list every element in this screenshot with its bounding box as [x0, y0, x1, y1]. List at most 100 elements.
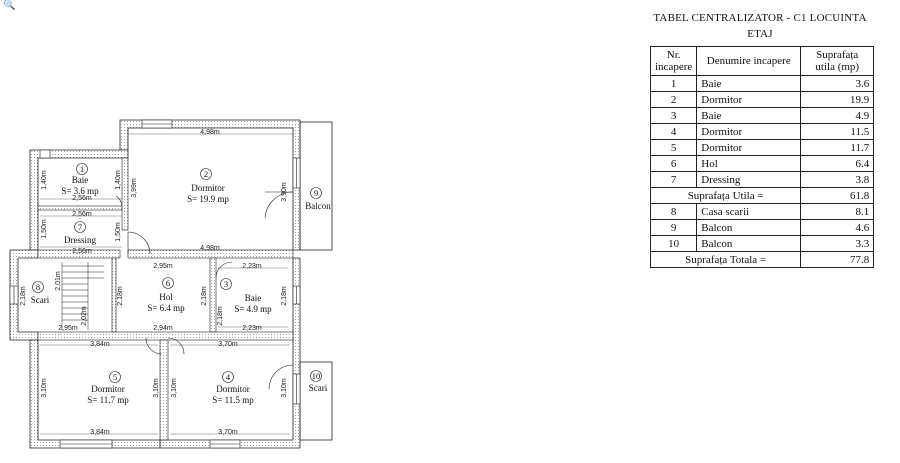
dimension-label: 2,23m	[242, 325, 262, 332]
dimension-label: 2,02m	[81, 306, 88, 326]
table-row: 7 Dressing 3.8	[649, 171, 875, 188]
table-title-line2: ETAJ	[747, 28, 773, 40]
table-row: 3 Baie 4.9	[649, 107, 875, 124]
zoom-cursor-icon[interactable]: 🔍	[3, 0, 16, 11]
stairs	[61, 262, 104, 330]
table-title: TABEL CENTRALIZATOR - C1 LOCUINTA ETAJ	[640, 10, 880, 42]
room-name: Scari	[309, 383, 328, 393]
dimension-texts: 4,98m 4,98m 2,56m 2,56m 2,56m 2,95m 2,94…	[58, 129, 262, 436]
room-circles	[32, 163, 322, 383]
room-number: 3	[224, 279, 228, 289]
dimension-label: 2,18m	[20, 286, 27, 306]
room-name: Baie	[245, 293, 262, 303]
dimension-label: 2,95m	[153, 263, 173, 270]
table-row: 10 Balcon 3.3	[649, 235, 875, 252]
cell-area: 3.8	[800, 171, 875, 188]
header-area: Suprafața utila (mp)	[800, 46, 875, 76]
cell-area: 19.9	[800, 91, 875, 108]
util-label: Suprafața Utila =	[649, 187, 802, 204]
dimension-label: 3,90m	[281, 182, 288, 202]
util-value: 61.8	[800, 187, 875, 204]
room-name: Baie	[72, 175, 89, 185]
room-name: Balcon	[305, 201, 331, 211]
dimension-label: 2,95m	[58, 325, 78, 332]
total-value: 77.8	[800, 251, 875, 268]
room-area: S= 19.9 mp	[187, 194, 229, 204]
dimension-label: 1,40m	[41, 170, 48, 190]
room-number: 8	[36, 282, 40, 292]
dimension-label: 2,18m	[201, 286, 208, 306]
total-label: Suprafața Totala =	[649, 251, 802, 268]
cell-area: 3.3	[800, 235, 875, 252]
dimension-label: 3,84m	[90, 429, 110, 436]
floor-plan: 1 2 3 4 5 6 7 8 9 10 Baie S= 3.6 mp Dorm…	[9, 119, 333, 449]
cell-name: Dormitor	[696, 91, 802, 108]
dimension-label: 3,10m	[171, 378, 178, 398]
table-row: 6 Hol 6.4	[649, 155, 875, 172]
cell-name: Dormitor	[696, 139, 802, 156]
dimension-label: 3,10m	[41, 378, 48, 398]
summary-table: Nr. incapere Denumire incapere Suprafața…	[649, 46, 875, 268]
room-name: Dormitor	[191, 183, 225, 193]
cell-name: Balcon	[696, 235, 802, 252]
room-number: 6	[166, 278, 170, 288]
room-area: S= 6.4 mp	[147, 303, 185, 313]
room-number: 5	[113, 372, 117, 382]
cell-name: Dormitor	[696, 123, 802, 140]
cell-nr: 3	[649, 107, 698, 124]
room-number: 2	[204, 169, 208, 179]
table-row: 8 Casa scarii 8.1	[649, 203, 875, 220]
room-number: 9	[314, 188, 318, 198]
room-number: 7	[78, 222, 82, 232]
table-header-row: Nr. incapere Denumire incapere Suprafața…	[649, 46, 875, 76]
room-name: Dormitor	[216, 384, 250, 394]
table-title-line1: TABEL CENTRALIZATOR - C1 LOCUINTA	[653, 12, 867, 24]
room-number: 4	[226, 372, 231, 382]
table-row: 2 Dormitor 19.9	[649, 91, 875, 108]
dimension-label: 1,40m	[115, 170, 122, 190]
dimension-label: 2,56m	[72, 248, 92, 255]
cell-nr: 1	[649, 75, 698, 92]
table-row: 9 Balcon 4.6	[649, 219, 875, 236]
dimension-label: 3,84m	[90, 341, 110, 348]
cell-nr: 6	[649, 155, 698, 172]
cell-nr: 9	[649, 219, 698, 236]
dimension-label: 2,18m	[117, 286, 124, 306]
room-name: Dressing	[64, 235, 96, 245]
room-name: Hol	[159, 292, 173, 302]
cell-nr: 8	[649, 203, 698, 220]
dimension-label: 2,18m	[217, 306, 224, 326]
cell-name: Balcon	[696, 219, 802, 236]
dimension-label: 2,94m	[153, 325, 173, 332]
header-nr: Nr. incapere	[649, 46, 698, 76]
room-numbers: 1 2 3 4 5 6 7 8 9 10	[36, 164, 320, 382]
dimension-label: 3,10m	[153, 378, 160, 398]
room-area: S= 11.5 mp	[212, 395, 254, 405]
dimension-label: 3,70m	[218, 341, 238, 348]
cell-area: 8.1	[800, 203, 875, 220]
header-name: Denumire incapere	[696, 46, 802, 76]
table-row: 5 Dormitor 11.7	[649, 139, 875, 156]
cell-area: 11.5	[800, 123, 875, 140]
cell-nr: 4	[649, 123, 698, 140]
room-name: Dormitor	[91, 384, 125, 394]
cell-area: 4.9	[800, 107, 875, 124]
dimension-label: 1,50m	[115, 222, 122, 242]
cell-area: 11.7	[800, 139, 875, 156]
dimension-label: 1,50m	[41, 219, 48, 239]
dimension-label: 4,98m	[200, 245, 220, 252]
cell-name: Baie	[696, 107, 802, 124]
dimension-label: 3,10m	[281, 378, 288, 398]
room-labels: Baie S= 3.6 mp Dormitor S= 19.9 mp Baie …	[31, 175, 331, 405]
room-area: S= 4.9 mp	[234, 304, 272, 314]
cell-name: Dressing	[696, 171, 802, 188]
table-row: 4 Dormitor 11.5	[649, 123, 875, 140]
room-area: S= 3.6 mp	[61, 186, 99, 196]
dimension-label: 2,56m	[72, 211, 92, 218]
room-number: 1	[80, 164, 84, 174]
table-row: 1 Baie 3.6	[649, 75, 875, 92]
cell-area: 3.6	[800, 75, 875, 92]
cell-nr: 5	[649, 139, 698, 156]
grand-total-row: Suprafața Totala = 77.8	[649, 251, 875, 268]
windows	[9, 119, 301, 449]
